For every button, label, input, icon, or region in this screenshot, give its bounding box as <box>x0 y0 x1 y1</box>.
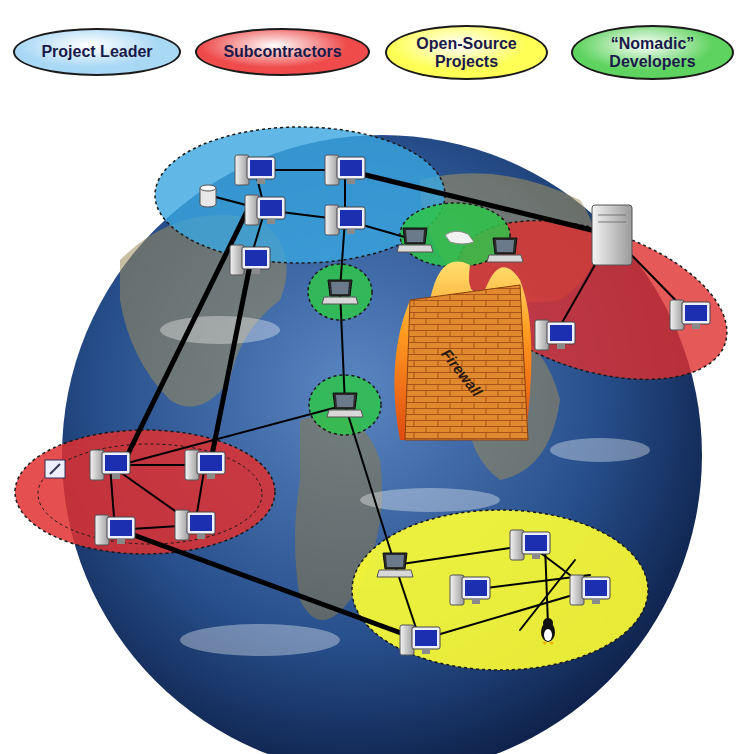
legend-oval: Subcontractors <box>195 28 370 76</box>
penguin-icon <box>541 618 555 645</box>
laptops <box>322 228 523 577</box>
legend-text: “Nomadic” Developers <box>598 35 708 70</box>
open-source-region <box>352 510 648 670</box>
firewall-graphic <box>394 262 531 440</box>
computers <box>90 155 710 655</box>
legend-oval: Project Leader <box>13 28 181 76</box>
server-tower <box>592 205 632 265</box>
legend-oval: “Nomadic” Developers <box>571 25 734 80</box>
legend-oval: Open-Source Projects <box>385 25 548 80</box>
project-leader-region <box>155 127 445 263</box>
legend-text: Open-Source Projects <box>412 35 522 70</box>
tablet <box>45 460 65 478</box>
legend-text: Project Leader <box>41 43 152 61</box>
legend-text: Subcontractors <box>223 43 341 61</box>
subcontractor-inner-region <box>38 444 262 544</box>
database-cylinder <box>200 185 216 207</box>
subcontractor-region <box>15 430 275 554</box>
network-links <box>110 170 690 640</box>
handshake-icon <box>445 231 474 244</box>
